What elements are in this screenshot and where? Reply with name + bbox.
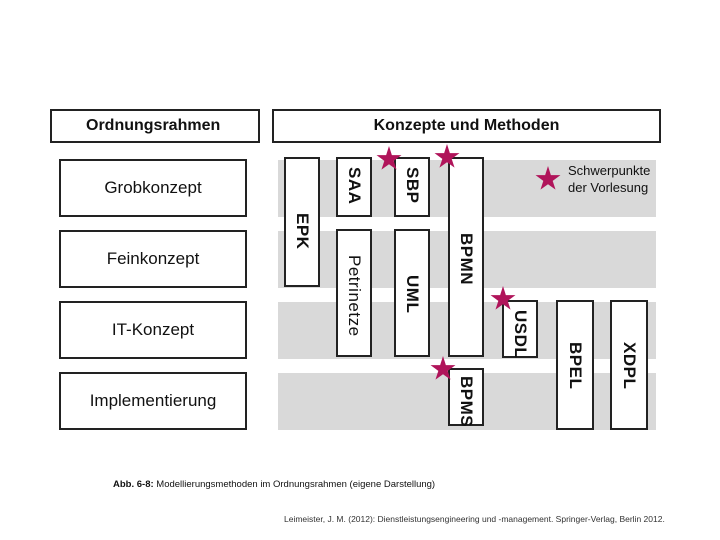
- method-epk-label: EPK: [293, 212, 312, 249]
- level-implementierung-label: Implementierung: [89, 391, 217, 410]
- method-petrinetze-label: Petrinetze: [345, 255, 364, 337]
- method-bpms-label: BPMS: [457, 376, 476, 428]
- method-usdl: USDL: [502, 300, 538, 358]
- header-ordnungsrahmen: Ordnungsrahmen: [50, 109, 260, 143]
- method-xdpl-label: XDPL: [620, 342, 639, 390]
- method-bpmn-label: BPMN: [457, 233, 476, 286]
- method-bpel-label: BPEL: [566, 342, 585, 390]
- method-petrinetze: Petrinetze: [336, 229, 372, 357]
- method-saa-label: SAA: [345, 167, 364, 205]
- level-it-konzept: IT-Konzept: [59, 301, 247, 359]
- method-bpmn: BPMN: [448, 157, 484, 357]
- level-feinkonzept-label: Feinkonzept: [106, 249, 200, 268]
- method-sbp-label: SBP: [403, 167, 422, 204]
- method-sbp: SBP: [394, 157, 430, 217]
- figure-caption: Abb. 6-8: Modellierungsmethoden im Ordnu…: [113, 479, 435, 490]
- legend-line-2: der Vorlesung: [568, 180, 649, 195]
- method-uml: UML: [394, 229, 430, 357]
- method-epk: EPK: [284, 157, 320, 287]
- method-bpel: BPEL: [556, 300, 594, 430]
- level-grobkonzept-label: Grobkonzept: [104, 178, 202, 197]
- method-uml-label: UML: [403, 275, 422, 314]
- figure-caption-text: Modellierungsmethoden im Ordnungsrahmen …: [153, 479, 436, 490]
- level-feinkonzept: Feinkonzept: [59, 230, 247, 288]
- method-saa: SAA: [336, 157, 372, 217]
- method-usdl-label: USDL: [511, 310, 530, 359]
- level-it-konzept-label: IT-Konzept: [111, 320, 195, 339]
- method-xdpl: XDPL: [610, 300, 648, 430]
- source-citation-text: Leimeister, J. M. (2012): Dienstleistung…: [284, 514, 665, 524]
- level-implementierung: Implementierung: [59, 372, 247, 430]
- legend-line-1: Schwerpunkte: [568, 163, 651, 178]
- method-bpms: BPMS: [448, 368, 484, 428]
- legend-text: Schwerpunkte der Vorlesung: [568, 162, 650, 196]
- header-konzepte-label: Konzepte und Methoden: [373, 117, 560, 134]
- level-grobkonzept: Grobkonzept: [59, 159, 247, 217]
- source-citation: Leimeister, J. M. (2012): Dienstleistung…: [284, 514, 665, 524]
- figure-caption-label: Abb. 6-8:: [113, 479, 154, 490]
- header-konzepte-methoden: Konzepte und Methoden: [272, 109, 661, 143]
- header-ordnungsrahmen-label: Ordnungsrahmen: [86, 117, 221, 134]
